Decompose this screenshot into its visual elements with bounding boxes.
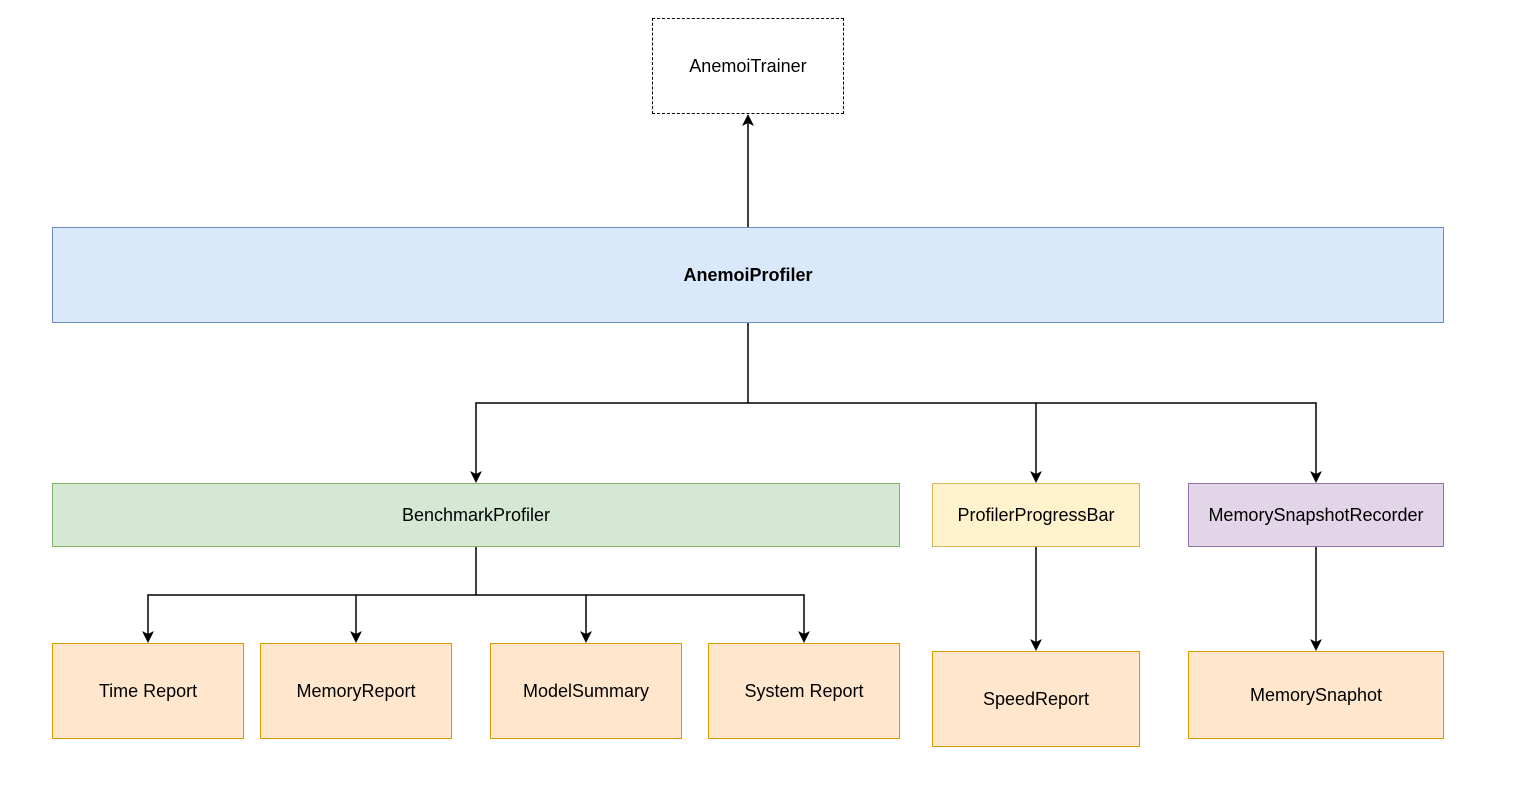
node-system-report-label: System Report [744, 680, 864, 701]
node-speed-report: SpeedReport [932, 651, 1140, 747]
edge-benchmark-to-system-report [586, 594, 810, 643]
node-profiler-progress-bar-label: ProfilerProgressBar [957, 504, 1115, 525]
node-model-summary: ModelSummary [490, 643, 682, 739]
node-anemoi-trainer-label: AnemoiTrainer [689, 55, 807, 76]
node-profiler-progress-bar: ProfilerProgressBar [932, 483, 1140, 547]
node-anemoi-profiler-label: AnemoiProfiler [683, 264, 813, 285]
node-memory-snapshot: MemorySnaphot [1188, 651, 1444, 739]
node-system-report: System Report [708, 643, 900, 739]
node-benchmark-profiler: BenchmarkProfiler [52, 483, 900, 547]
node-model-summary-label: ModelSummary [522, 680, 650, 701]
node-memory-report: MemoryReport [260, 643, 452, 739]
node-time-report: Time Report [52, 643, 244, 739]
edge-profiler-to-snapshot-recorder [1036, 402, 1322, 483]
node-memory-snapshot-recorder: MemorySnapshotRecorder [1188, 483, 1444, 547]
node-time-report-label: Time Report [98, 680, 198, 701]
node-memory-report-label: MemoryReport [296, 680, 416, 701]
edge-profiler-to-progress-bar [748, 402, 1042, 483]
node-benchmark-profiler-label: BenchmarkProfiler [401, 504, 551, 525]
edge-profiler-to-benchmark [470, 323, 749, 483]
node-memory-snapshot-recorder-label: MemorySnapshotRecorder [1208, 504, 1424, 525]
node-memory-snapshot-label: MemorySnaphot [1249, 684, 1383, 705]
node-anemoi-trainer: AnemoiTrainer [652, 18, 844, 114]
node-speed-report-label: SpeedReport [982, 688, 1090, 709]
edge-benchmark-to-time-report [142, 547, 477, 643]
node-anemoi-profiler: AnemoiProfiler [52, 227, 1444, 323]
edge-benchmark-to-model-summary [476, 594, 592, 643]
